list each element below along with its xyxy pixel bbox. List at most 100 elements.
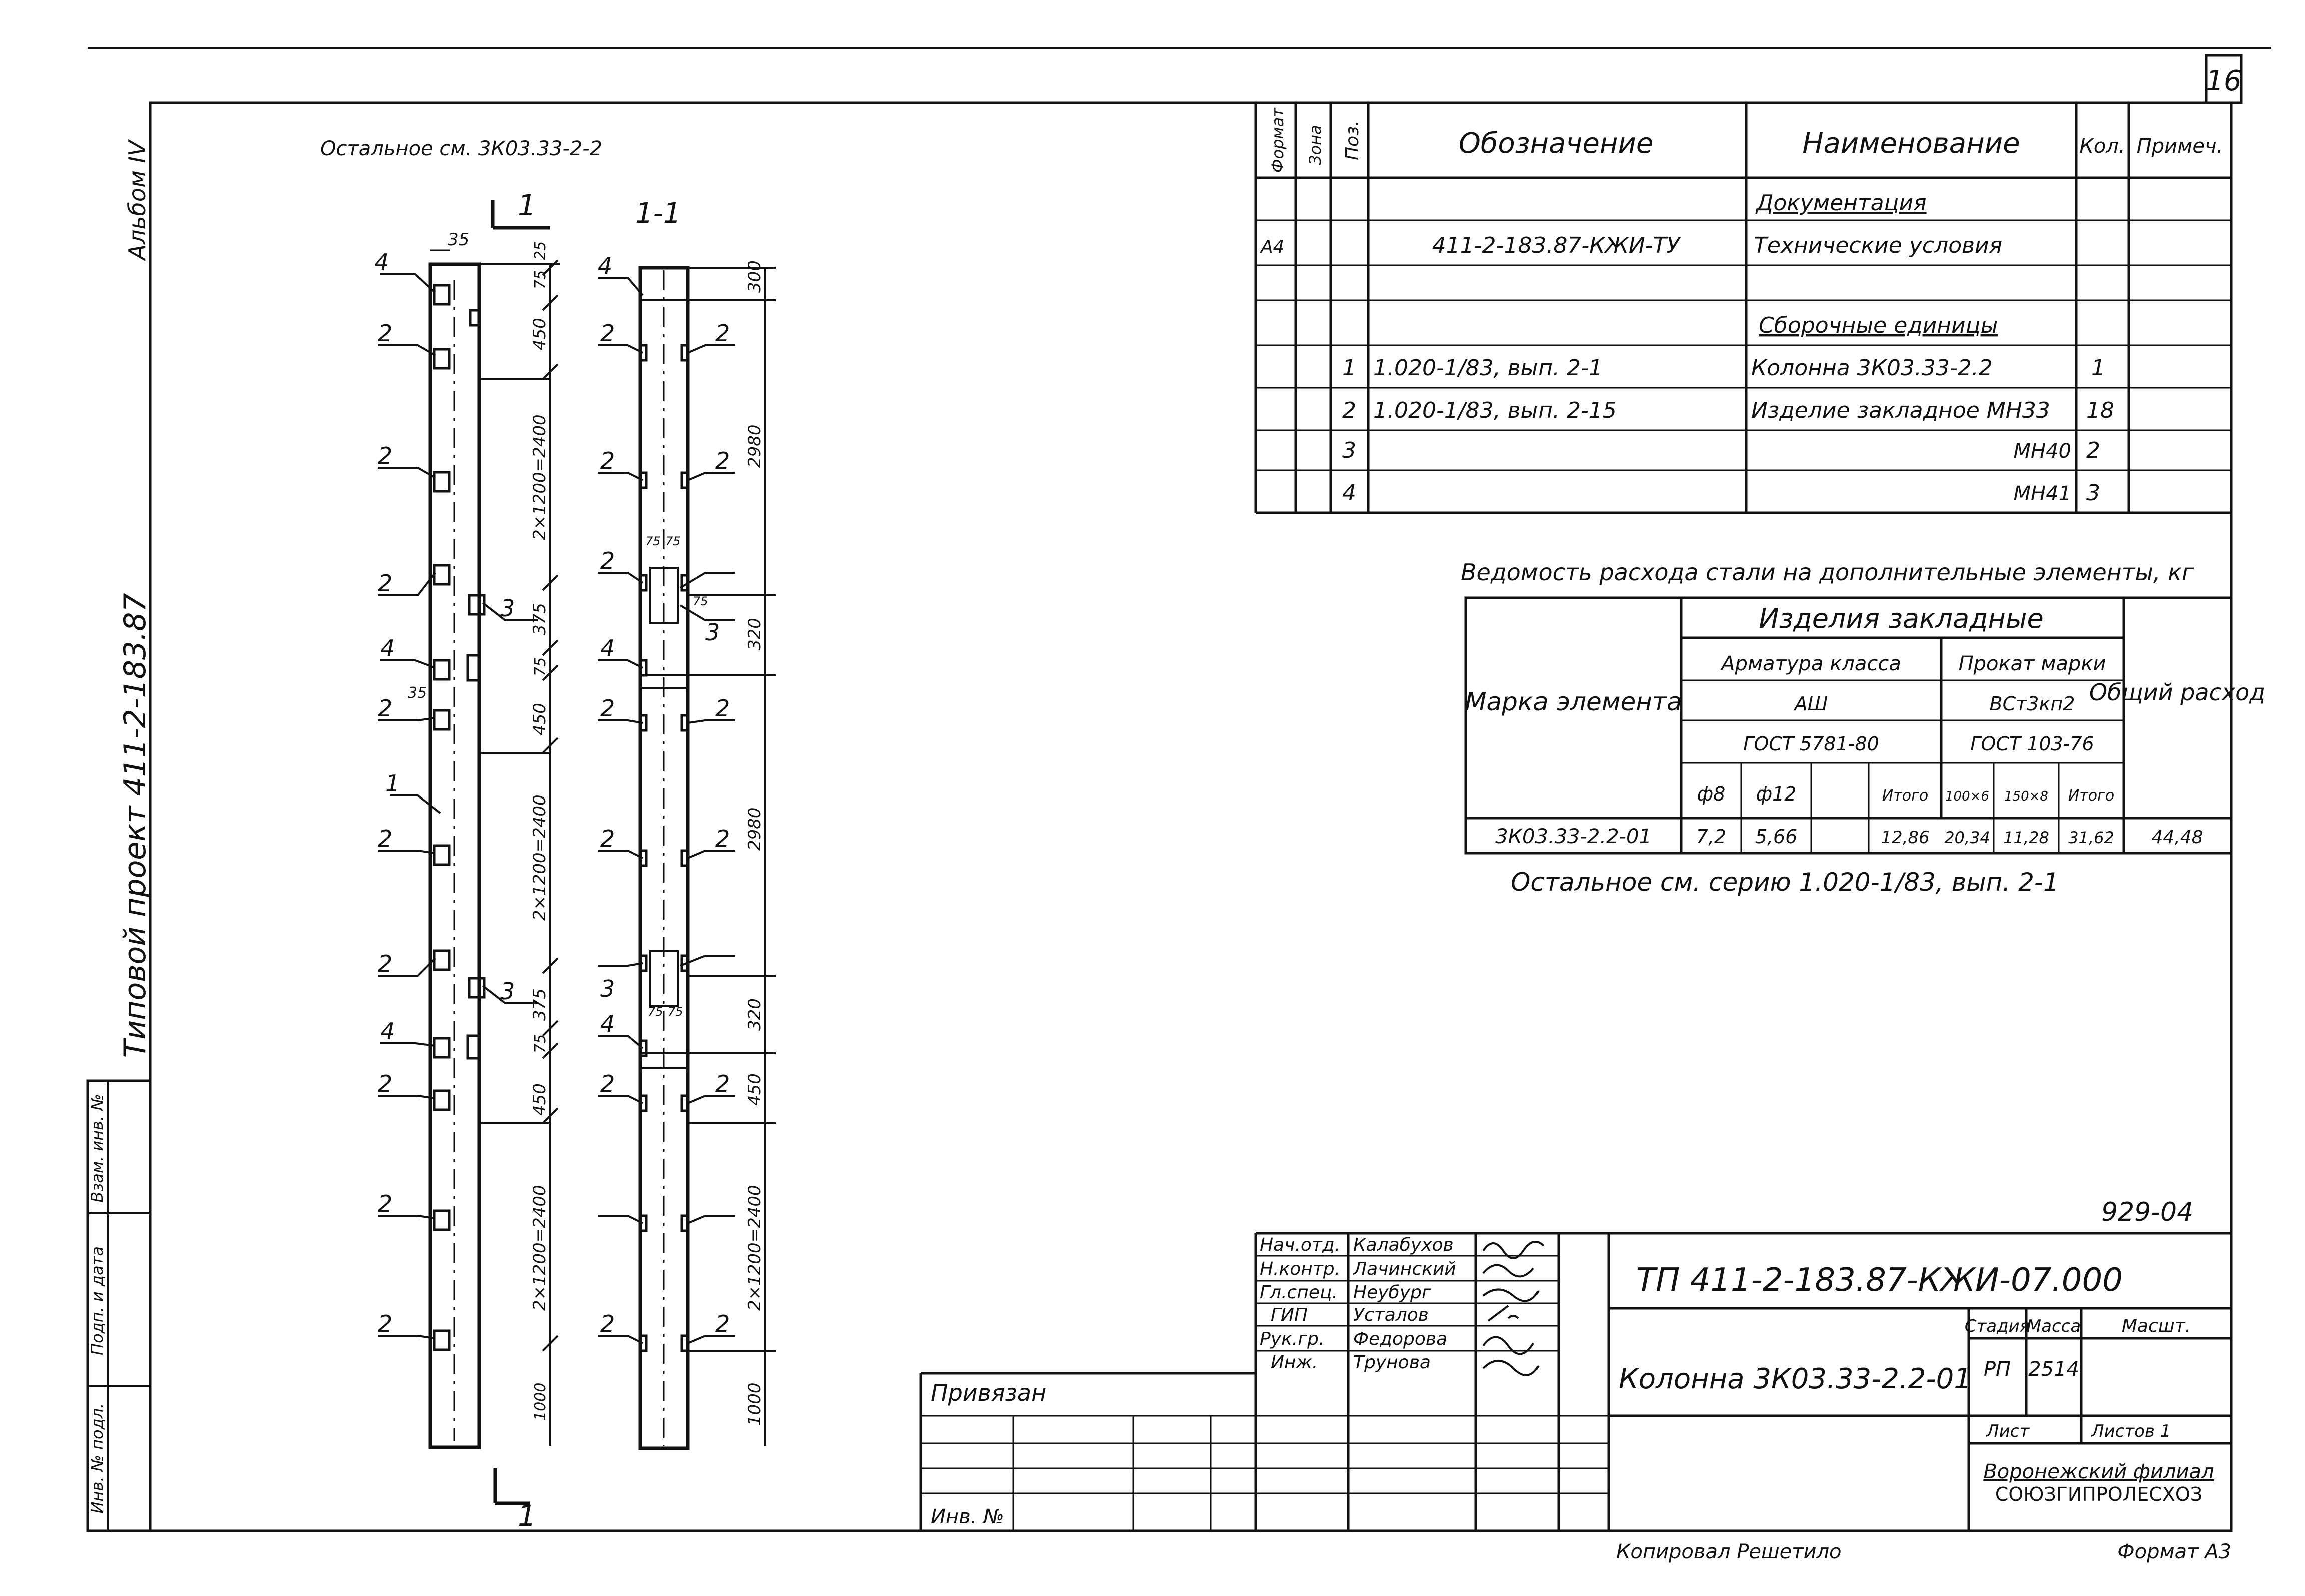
tb-person: Федорова bbox=[1353, 1329, 1447, 1349]
tb-person: Усталов bbox=[1353, 1305, 1429, 1325]
callout: 4 bbox=[598, 252, 612, 279]
spec-header-note: Примеч. bbox=[2137, 135, 2223, 158]
callout: 4 bbox=[600, 635, 615, 662]
callout: 2 bbox=[715, 695, 730, 722]
steel-total-header: Общий расход bbox=[2089, 679, 2265, 706]
tb-role: Гл.спец. bbox=[1260, 1282, 1338, 1303]
callout: 4 bbox=[380, 1018, 395, 1045]
spec-row-name: МН40 bbox=[2014, 440, 2072, 463]
steel-rebar-gost: ГОСТ 5781-80 bbox=[1743, 733, 1879, 755]
callout: 2 bbox=[715, 1310, 730, 1337]
spec-header-qty: Кол. bbox=[2079, 135, 2125, 158]
sdim-small: 75 bbox=[648, 1005, 663, 1019]
format-label: Формат А3 bbox=[2117, 1540, 2231, 1563]
steel-subcol: Итого bbox=[1882, 787, 1928, 805]
tb-person: Трунова bbox=[1353, 1352, 1431, 1373]
steel-table-title: Ведомость расхода стали на дополнительны… bbox=[1461, 559, 2194, 586]
spec-row-designation: 1.020-1/83, вып. 2-1 bbox=[1373, 355, 1603, 381]
callout: 2 bbox=[715, 1070, 730, 1097]
sheets-label: Листов 1 bbox=[2090, 1421, 2171, 1441]
steel-row-value: 20,34 bbox=[1944, 828, 1990, 847]
spec-row-name: Колонна 3К03.33-2.2 bbox=[1751, 355, 1993, 381]
spec-row-qty: 1 bbox=[2091, 355, 2105, 381]
spec-row-designation: 1.020-1/83, вып. 2-15 bbox=[1373, 398, 1617, 423]
spec-row-qty: 3 bbox=[2086, 480, 2100, 506]
callout: 2 bbox=[600, 320, 615, 347]
stage-value: РП bbox=[1984, 1358, 2011, 1381]
dim-2400-1: 2×1200=2400 bbox=[530, 414, 550, 540]
spec-table bbox=[1254, 103, 2231, 514]
callout: 2 bbox=[378, 442, 392, 469]
spec-row-name: Документация bbox=[1755, 190, 1927, 216]
callout: 4 bbox=[600, 1010, 615, 1037]
steel-rebar-class: АШ bbox=[1793, 693, 1828, 715]
spec-row-name: Технические условия bbox=[1754, 233, 2002, 258]
steel-row-value: 5,66 bbox=[1755, 826, 1798, 848]
section-callouts: 4 2 2 2 2 2 3 4 2 2 2 2 3 4 2 2 2 2 bbox=[598, 252, 730, 1337]
callout: 2 bbox=[600, 447, 615, 474]
tb-role: Н.контр. bbox=[1260, 1259, 1340, 1279]
steel-rolled-header: Прокат марки bbox=[1959, 652, 2106, 675]
sheet-label: Лист bbox=[1985, 1421, 2030, 1441]
steel-row-total: 44,48 bbox=[2151, 827, 2203, 848]
org-line2: СОЮЗГИПРОЛЕСХОЗ bbox=[1995, 1483, 2202, 1505]
code-small: 929-04 bbox=[2101, 1197, 2193, 1227]
dim-375-1: 375 bbox=[530, 603, 550, 635]
elevation-dim-ticks bbox=[479, 259, 560, 1352]
section-leaders bbox=[598, 277, 735, 1344]
steel-table-note: Остальное см. серию 1.020-1/83, вып. 2-1 bbox=[1511, 868, 2059, 897]
callout: 4 bbox=[374, 249, 389, 276]
callout: 2 bbox=[715, 320, 730, 347]
dim-75-2: 75 bbox=[532, 657, 549, 676]
steel-mark-header: Марка элемента bbox=[1465, 687, 1682, 716]
elevation-leaders bbox=[378, 273, 538, 1339]
callout: 2 bbox=[378, 950, 392, 977]
spec-rows: Документация А4 411-2-183.87-КЖИ-ТУ Техн… bbox=[1260, 190, 2114, 506]
spec-row-name: Сборочные единицы bbox=[1759, 313, 1998, 338]
title-block-text: ТП 411-2-183.87-КЖИ-07.000 Колонна 3К03.… bbox=[931, 1262, 2231, 1563]
spec-header-format: Формат bbox=[1268, 107, 1287, 173]
spec-header-name: Наименование bbox=[1802, 127, 2020, 160]
spec-header-pos: Поз. bbox=[1342, 120, 1363, 160]
sdim-small: 75 bbox=[665, 534, 681, 548]
sdim-1000: 1000 bbox=[745, 1382, 765, 1426]
side-stamp-replace: Взам. инв. № bbox=[88, 1094, 107, 1202]
mass-label: Масса bbox=[2027, 1316, 2081, 1336]
embedded-parts-elevation bbox=[433, 284, 486, 1351]
signatures bbox=[1482, 1241, 1545, 1376]
title-block bbox=[919, 1232, 2231, 1531]
steel-subcol: ф12 bbox=[1756, 783, 1797, 805]
sdim-2980-2: 2980 bbox=[745, 807, 765, 851]
dim-375-2: 375 bbox=[530, 988, 550, 1021]
spec-header-zone: Зона bbox=[1306, 125, 1325, 165]
dim-75-3: 75 bbox=[532, 1034, 549, 1053]
spec-row-qty: 18 bbox=[2086, 398, 2114, 423]
steel-row-value: 31,62 bbox=[2068, 828, 2114, 847]
sdim-small: 75 bbox=[668, 1005, 683, 1019]
steel-subcol: Итого bbox=[2068, 787, 2114, 805]
steel-row-mark: 3К03.33-2.2-01 bbox=[1495, 825, 1652, 848]
spec-header-designation: Обозначение bbox=[1459, 127, 1654, 160]
project-label: Типовой проект 411-2-183.87 bbox=[118, 593, 153, 1058]
steel-row-value: 7,2 bbox=[1696, 826, 1726, 848]
dim-450-2: 450 bbox=[530, 703, 550, 735]
dim-450-1: 450 bbox=[530, 318, 550, 350]
callout: 2 bbox=[600, 1070, 615, 1097]
callout: 1 bbox=[385, 770, 400, 797]
callout: 2 bbox=[600, 825, 615, 852]
callout: 2 bbox=[378, 320, 392, 347]
callout: 3 bbox=[500, 595, 515, 622]
callout: 2 bbox=[378, 825, 392, 852]
tb-person: Лачинский bbox=[1352, 1259, 1456, 1279]
spec-row-qty: 2 bbox=[2086, 438, 2100, 463]
steel-rolled-grade: ВСт3кп2 bbox=[1990, 693, 2075, 715]
stage-label: Стадия bbox=[1965, 1316, 2030, 1336]
dim-35-top: 35 bbox=[448, 230, 469, 250]
callout: 2 bbox=[600, 695, 615, 722]
sdim-2980-1: 2980 bbox=[745, 424, 765, 468]
left-margin: Альбом IV Типовой проект 411-2-183.87 Ин… bbox=[86, 139, 153, 1532]
sheet-number: 16 bbox=[2206, 65, 2241, 97]
elevation-callouts: 4 2 2 2 4 2 1 2 2 3 4 2 2 2 3 bbox=[374, 249, 515, 1337]
callout: 2 bbox=[378, 1070, 392, 1097]
